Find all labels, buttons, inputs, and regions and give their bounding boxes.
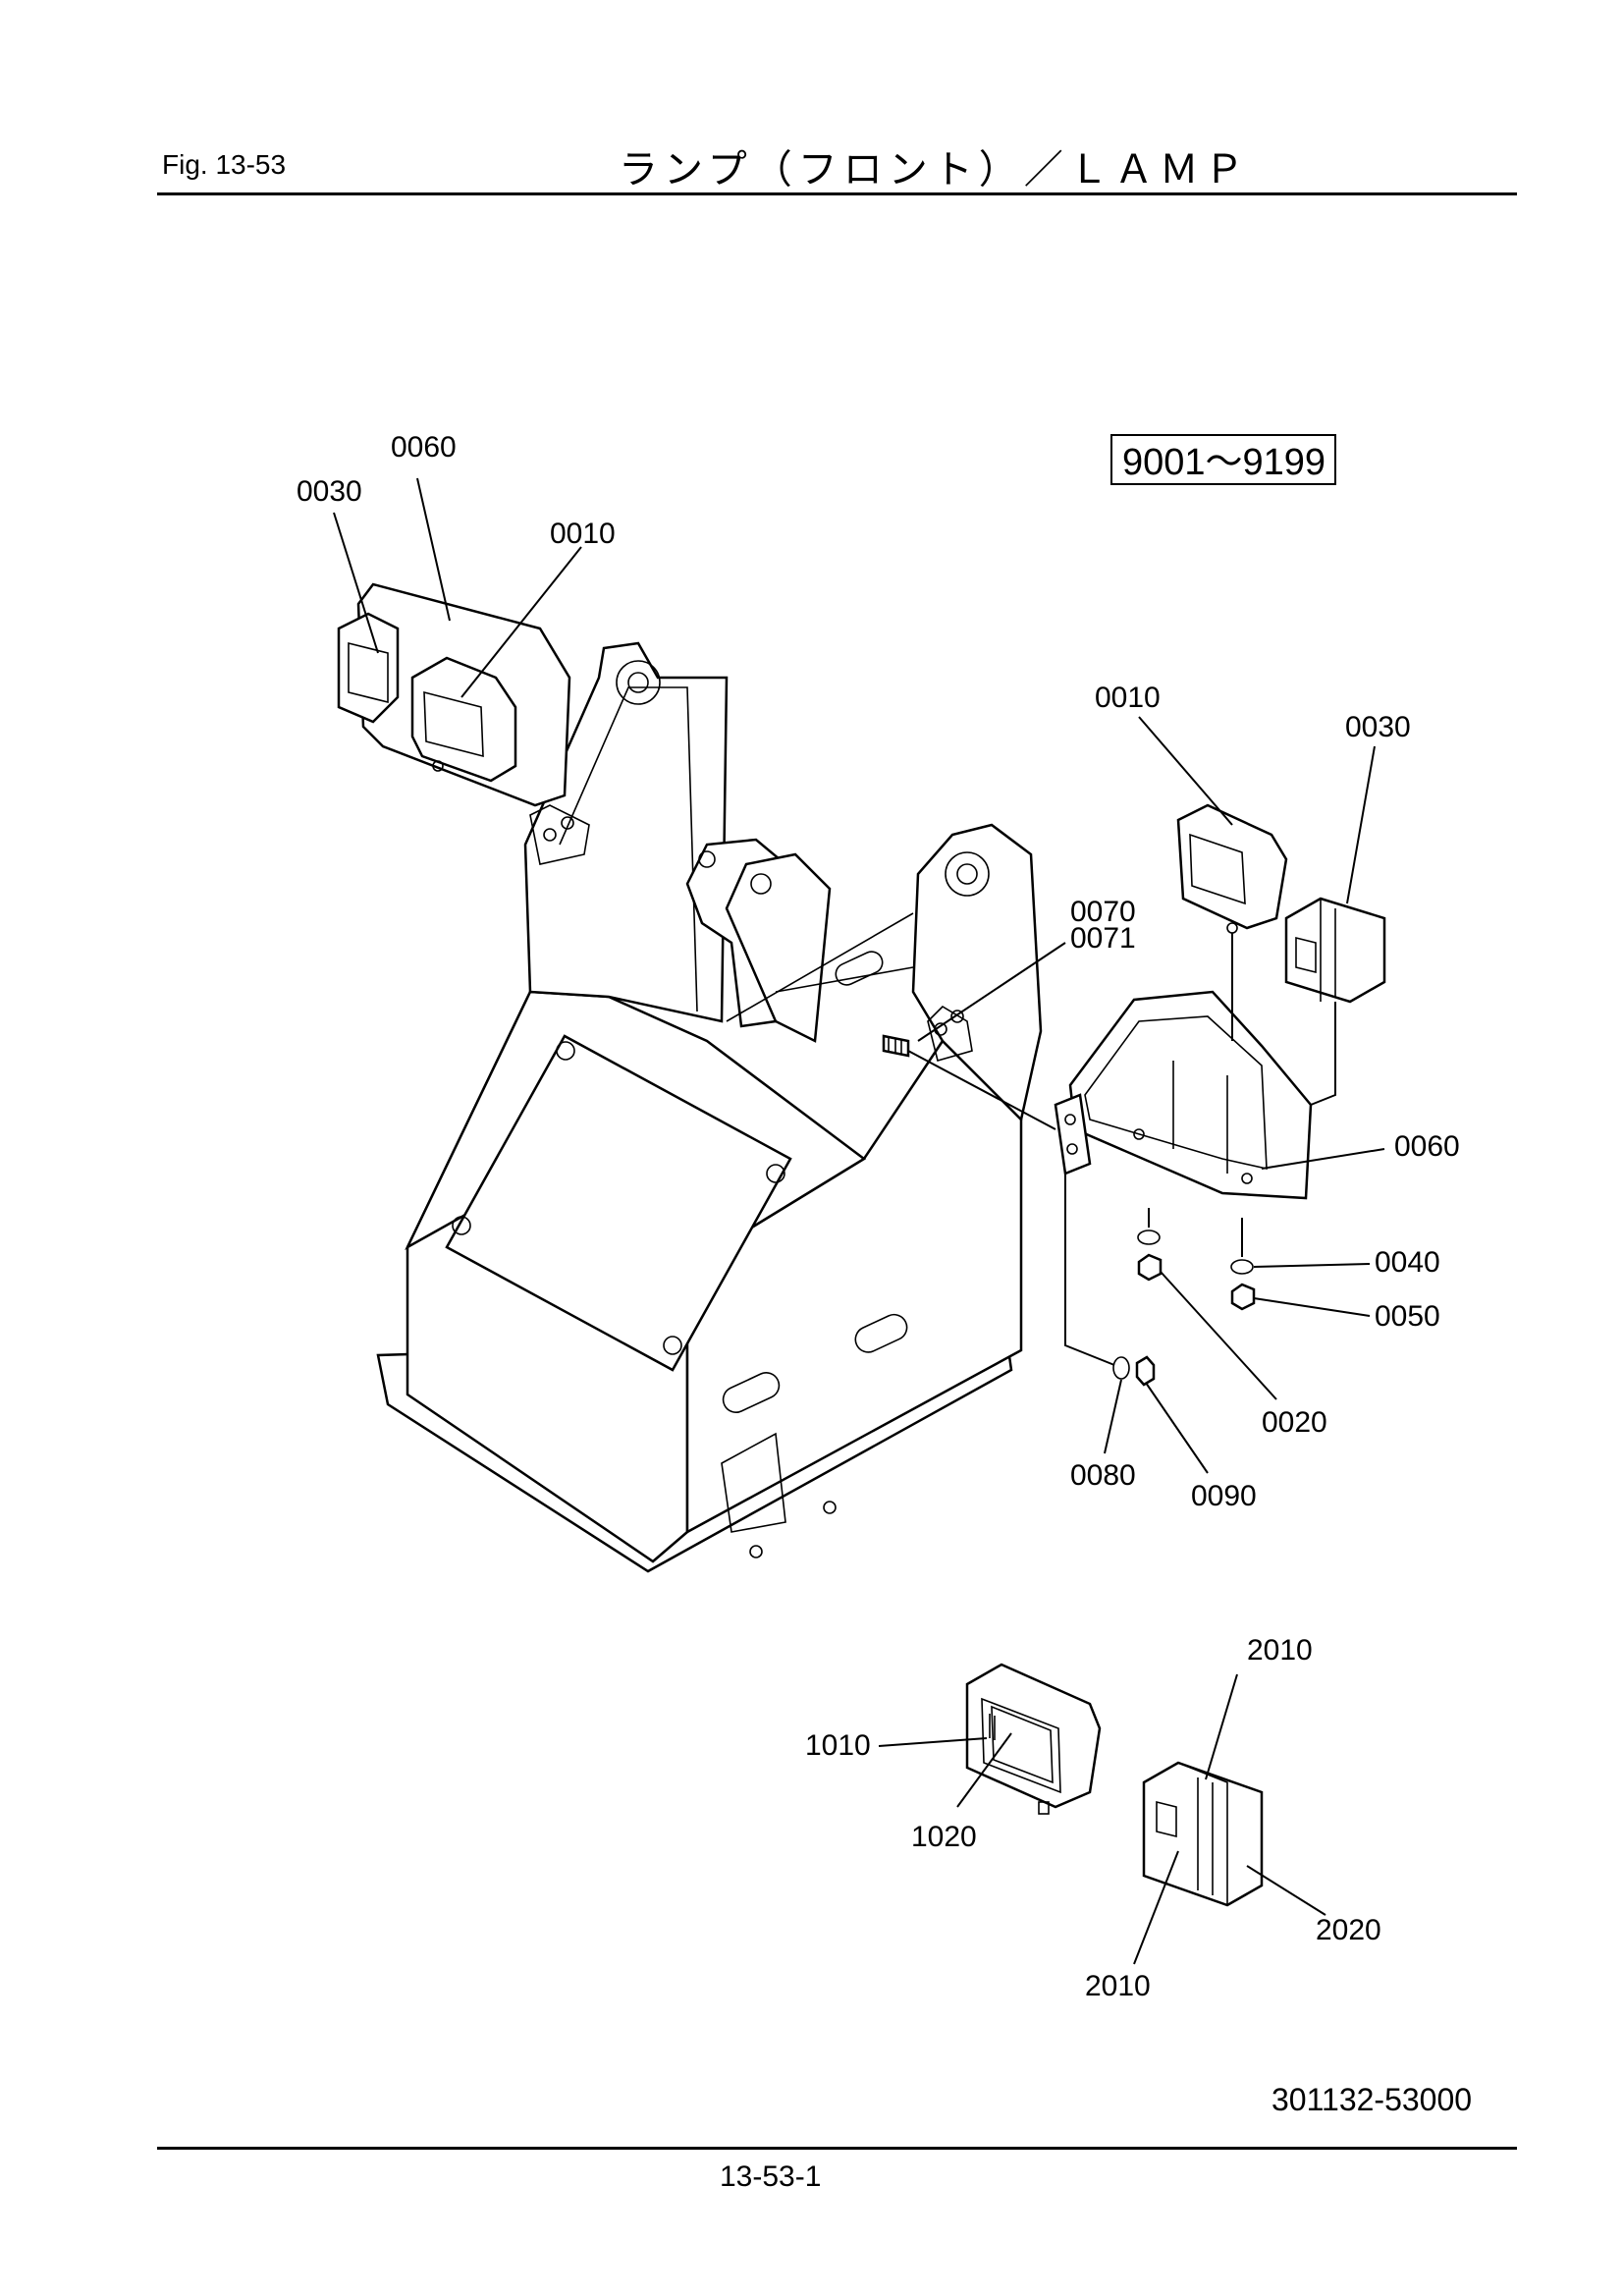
page-title: ランプ（フロント）／ＬＡＭＰ — [619, 147, 1250, 192]
lamp-2010 — [1142, 1761, 1264, 1907]
nut-0020 — [1137, 1253, 1163, 1282]
callout-1010: 1010 — [805, 1729, 871, 1762]
leader-lines — [333, 477, 1385, 1965]
left-lamp-assembly — [337, 582, 571, 807]
callout-0010-top: 0010 — [550, 518, 616, 550]
serial-range-box: 9001～9199 — [1110, 434, 1336, 485]
callout-2010-bottom: 2010 — [1085, 1970, 1151, 2002]
washer-0040 — [1230, 1259, 1254, 1275]
callout-0030-top: 0030 — [297, 475, 362, 508]
nut-0050 — [1230, 1283, 1256, 1311]
callout-2020: 2020 — [1316, 1914, 1381, 1946]
lamp-0030 — [1284, 897, 1386, 1004]
callout-0040: 0040 — [1375, 1246, 1440, 1279]
callout-1020: 1020 — [911, 1821, 977, 1853]
callout-0070: 0070 — [1070, 896, 1136, 928]
work-lamp-1010 — [965, 1663, 1102, 1815]
footer-rule — [157, 2147, 1517, 2150]
lamp-bracket-0060 — [1054, 990, 1313, 1200]
callout-2010-top: 2010 — [1247, 1634, 1313, 1667]
figure-number: Fig. 13-53 — [162, 149, 287, 180]
callout-0060-right: 0060 — [1394, 1130, 1460, 1163]
callout-0090: 0090 — [1191, 1480, 1257, 1512]
callout-0030-right: 0030 — [1345, 711, 1411, 743]
callout-labels: 0060 0030 0010 0010 0030 0070 0071 0060 … — [297, 431, 1460, 2002]
washer-0020-a — [1137, 1230, 1161, 1245]
callout-0050: 0050 — [1375, 1300, 1440, 1333]
callout-0060-top: 0060 — [391, 431, 457, 464]
assembly-lines — [907, 933, 1336, 1366]
serial-range-text: 9001～9199 — [1122, 442, 1325, 483]
callout-0010-right: 0010 — [1095, 682, 1161, 714]
callout-0020: 0020 — [1262, 1406, 1327, 1439]
drawing-number: 301132-53000 — [1271, 2082, 1473, 2117]
header-rule — [157, 192, 1517, 195]
nut-0090 — [1135, 1355, 1156, 1387]
hardware — [882, 1034, 1256, 1387]
callout-0080: 0080 — [1070, 1459, 1136, 1492]
washer-0080 — [1112, 1356, 1130, 1380]
front-frame — [376, 641, 1043, 1573]
page-number: 13-53-1 — [720, 2160, 822, 2193]
callout-0071: 0071 — [1070, 922, 1136, 955]
